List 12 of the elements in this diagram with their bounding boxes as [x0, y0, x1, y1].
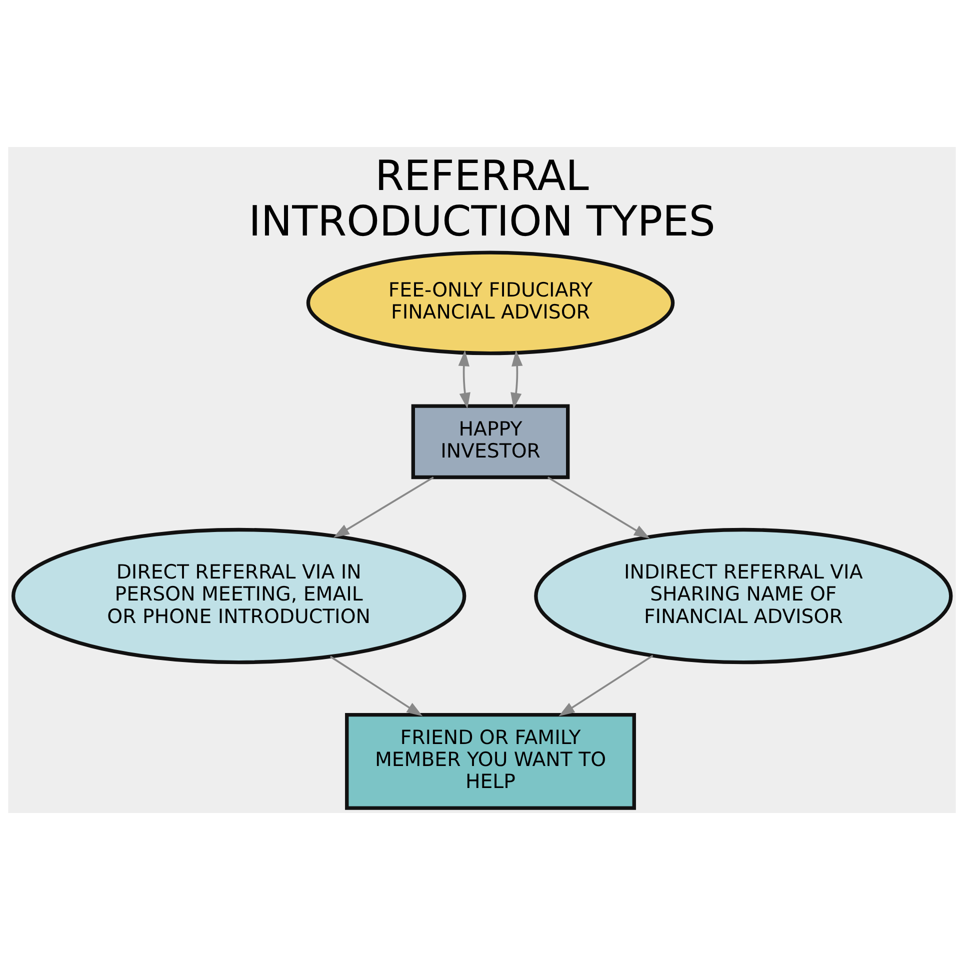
node-ellipse: FEE-ONLY FIDUCIARY FINANCIAL ADVISOR [306, 250, 675, 355]
arrow [558, 654, 654, 716]
arrow [330, 655, 423, 716]
arrow [510, 350, 523, 408]
arrow [458, 350, 470, 408]
arrow [547, 476, 650, 538]
node-ellipse: INDIRECT REFERRAL VIA SHARING NAME OF FINANCIAL ADVISOR [534, 527, 953, 664]
node-box: FRIEND OR FAMILY MEMBER YOU WANT TO HELP [345, 712, 636, 810]
diagram-title: REFERRAL INTRODUCTION TYPES [248, 150, 716, 246]
node-ellipse: DIRECT REFERRAL VIA IN PERSON MEETING, EMAIL OR PHONE INTRODUCTION [11, 527, 466, 664]
arrow [333, 476, 434, 538]
node-box: HAPPY INVESTOR [411, 404, 570, 479]
